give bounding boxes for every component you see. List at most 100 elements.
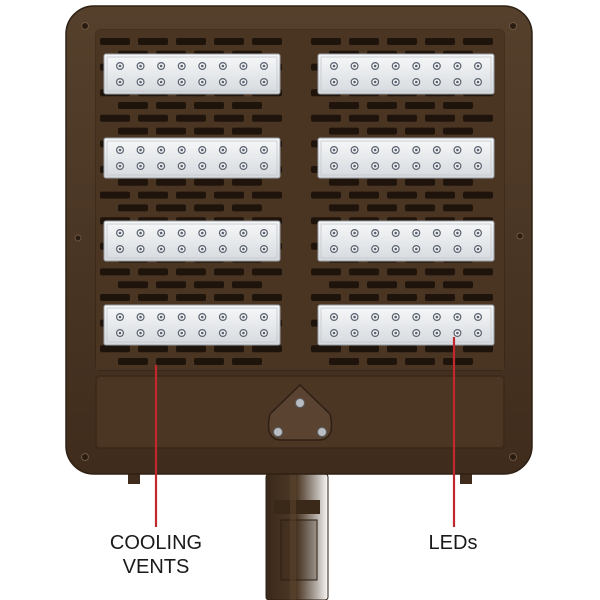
vent-slot <box>194 204 224 212</box>
vent-slot <box>118 281 148 289</box>
callout-lines <box>154 337 456 527</box>
vent-slot <box>425 294 455 301</box>
vent-slot <box>329 127 359 135</box>
vent-slot <box>463 191 493 199</box>
vent-slot <box>194 358 224 365</box>
vent-slot <box>214 294 244 301</box>
vent-slot <box>405 102 435 109</box>
vent-slot <box>194 178 224 186</box>
vent-slot <box>349 345 379 353</box>
vent-slot <box>443 281 473 289</box>
cooling-vents-label-line1: COOLING <box>109 532 203 554</box>
vent-slot <box>463 114 493 122</box>
vent-slot <box>232 281 262 289</box>
vent-slot <box>176 114 206 122</box>
vent-slot <box>176 38 206 45</box>
vent-slot <box>387 191 417 199</box>
vent-slot <box>349 114 379 122</box>
vent-slot <box>367 127 397 135</box>
vent-slot <box>176 268 206 276</box>
vent-slot <box>405 358 435 365</box>
vent-slot <box>100 38 130 45</box>
vent-slot <box>100 294 130 301</box>
housing-foot-left <box>128 472 140 484</box>
vent-slot <box>463 345 493 353</box>
vent-slot <box>100 268 130 276</box>
vent-slot <box>367 358 397 365</box>
vent-slot <box>329 358 359 365</box>
cooling-vents-label: COOLING VENTS <box>96 531 216 579</box>
vent-slot <box>232 358 262 365</box>
vent-slot <box>252 345 282 353</box>
vent-slot <box>176 294 206 301</box>
vent-slot <box>329 178 359 186</box>
vent-slot <box>118 358 148 365</box>
vent-slot <box>138 191 168 199</box>
led-module <box>103 137 281 179</box>
led-module <box>317 137 495 179</box>
led-module <box>317 304 495 346</box>
vent-slot <box>100 345 130 353</box>
vent-slot <box>425 191 455 199</box>
vent-slot <box>405 281 435 289</box>
vent-slot <box>232 127 262 135</box>
vent-slot <box>118 204 148 212</box>
vent-slot <box>138 294 168 301</box>
vent-slot <box>138 114 168 122</box>
vent-slot <box>118 102 148 109</box>
leds-label: LEDs <box>428 532 478 554</box>
vent-slot <box>387 294 417 301</box>
vent-slot <box>252 38 282 45</box>
vent-slot <box>463 294 493 301</box>
mount-arm <box>265 473 329 600</box>
vent-slot <box>329 281 359 289</box>
vent-slot <box>176 345 206 353</box>
vent-slot <box>214 38 244 45</box>
led-module <box>317 220 495 262</box>
vent-slot <box>156 358 186 365</box>
vent-slot <box>367 178 397 186</box>
vent-slot <box>100 191 130 199</box>
vent-slot <box>232 102 262 109</box>
vent-slot <box>463 38 493 45</box>
vent-slot <box>311 268 341 276</box>
vent-slot <box>138 268 168 276</box>
vent-slot <box>252 268 282 276</box>
housing-foot-right <box>460 472 472 484</box>
cover-plate-bolts <box>273 398 327 437</box>
vent-slot <box>443 358 473 365</box>
led-module <box>103 220 281 262</box>
vent-slot <box>329 204 359 212</box>
vent-slot <box>387 38 417 45</box>
vent-slot <box>443 178 473 186</box>
vent-slot <box>232 178 262 186</box>
vent-slot <box>367 281 397 289</box>
vent-slot <box>156 127 186 135</box>
triangular-cover-plate <box>267 383 333 441</box>
vent-slot <box>387 268 417 276</box>
vent-slot <box>156 281 186 289</box>
vent-slot <box>405 127 435 135</box>
vent-slot <box>118 178 148 186</box>
housing-screws <box>74 22 524 461</box>
vent-slot <box>156 102 186 109</box>
vent-slot <box>214 114 244 122</box>
vent-slot <box>311 114 341 122</box>
vent-slot <box>425 38 455 45</box>
vent-slot <box>311 345 341 353</box>
vent-slot <box>194 102 224 109</box>
vent-slot <box>118 127 148 135</box>
vent-slot <box>349 268 379 276</box>
vent-slot <box>311 294 341 301</box>
vent-slot <box>156 204 186 212</box>
vent-slot <box>214 191 244 199</box>
vent-slot <box>463 268 493 276</box>
led-module <box>103 53 281 95</box>
led-modules <box>103 53 495 346</box>
vent-slot <box>311 191 341 199</box>
vent-slot <box>405 178 435 186</box>
vent-slot <box>443 127 473 135</box>
vent-slot <box>425 345 455 353</box>
vent-slot <box>349 38 379 45</box>
